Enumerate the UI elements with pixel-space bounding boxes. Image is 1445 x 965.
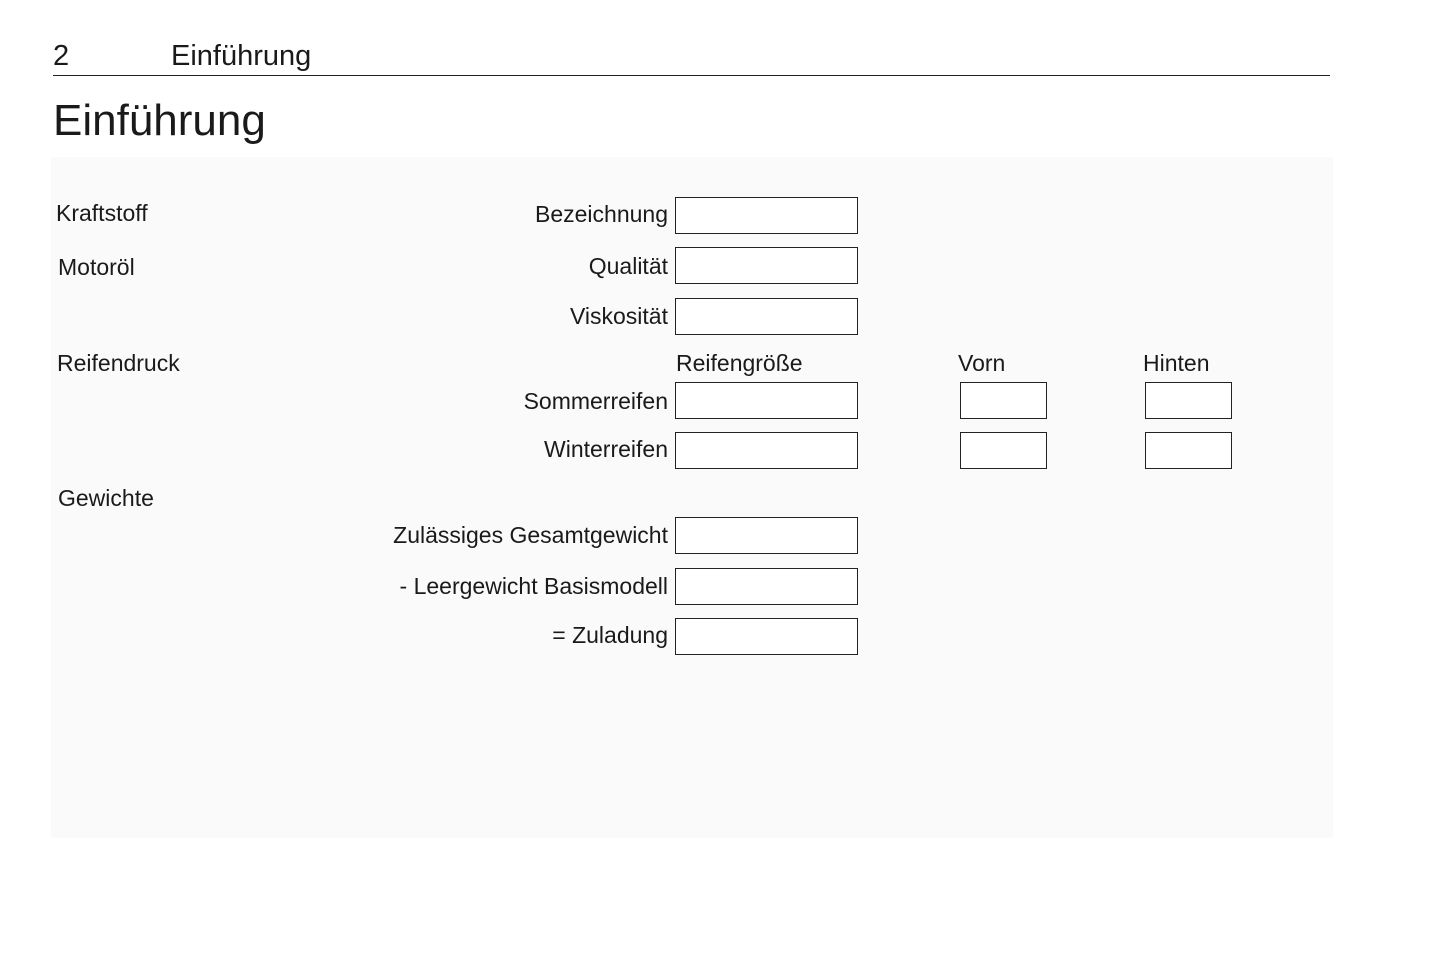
gesamtgewicht-field[interactable] <box>675 517 858 554</box>
page-title: Einführung <box>53 96 266 145</box>
column-hinten: Hinten <box>1143 350 1210 376</box>
sommerreifen-hinten-field[interactable] <box>1145 382 1232 419</box>
zuladung-label: = Zuladung <box>552 622 668 648</box>
sommerreifen-label: Sommerreifen <box>523 388 668 414</box>
winterreifen-vorn-field[interactable] <box>960 432 1047 469</box>
sommerreifen-groesse-field[interactable] <box>675 382 858 419</box>
viskositaet-field[interactable] <box>675 298 858 335</box>
bezeichnung-label: Bezeichnung <box>535 201 668 227</box>
section-motoroel: Motoröl <box>58 254 135 280</box>
winterreifen-hinten-field[interactable] <box>1145 432 1232 469</box>
section-kraftstoff: Kraftstoff <box>56 200 148 226</box>
bezeichnung-field[interactable] <box>675 197 858 234</box>
gesamtgewicht-label: Zulässiges Gesamtgewicht <box>393 522 668 548</box>
page-number: 2 <box>53 40 70 72</box>
zuladung-field[interactable] <box>675 618 858 655</box>
leergewicht-field[interactable] <box>675 568 858 605</box>
sommerreifen-vorn-field[interactable] <box>960 382 1047 419</box>
viskositaet-label: Viskosität <box>569 303 668 329</box>
qualitaet-field[interactable] <box>675 247 858 284</box>
column-vorn: Vorn <box>958 350 1006 376</box>
section-reifendruck: Reifendruck <box>57 350 180 376</box>
qualitaet-label: Qualität <box>588 253 668 279</box>
section-gewichte: Gewichte <box>58 485 154 511</box>
winterreifen-label: Winterreifen <box>544 436 668 462</box>
running-header-title: Einführung <box>171 40 312 72</box>
leergewicht-label: - Leergewicht Basismodell <box>399 573 668 599</box>
header-divider <box>53 75 1330 76</box>
column-reifengroesse: Reifengröße <box>676 350 803 376</box>
winterreifen-groesse-field[interactable] <box>675 432 858 469</box>
